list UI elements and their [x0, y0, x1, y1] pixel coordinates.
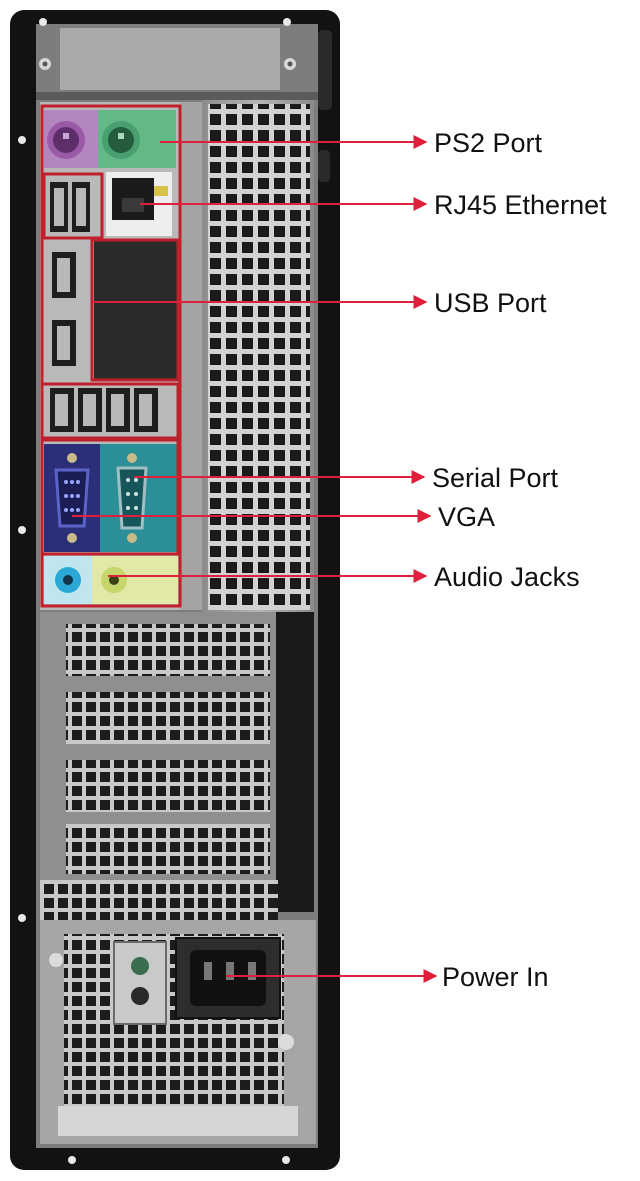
upper-vent-grille	[202, 100, 314, 612]
label-rj45-ethernet: RJ45 Ethernet	[434, 190, 607, 220]
audio-jack-icon	[55, 567, 81, 593]
label-ps2-port: PS2 Port	[434, 128, 543, 158]
usb-port-icon	[50, 182, 90, 232]
ps2-ports	[44, 110, 176, 168]
label-power-in: Power In	[442, 962, 549, 992]
ps2-keyboard-icon	[102, 121, 140, 159]
audio-jack-icon	[101, 567, 127, 593]
callout-lines	[72, 135, 438, 983]
video-serial-panel	[44, 444, 178, 552]
power-inlet-icon	[175, 937, 281, 1019]
label-vga: VGA	[438, 502, 496, 532]
usb-port-icon	[50, 388, 158, 432]
usb-port-icon	[52, 252, 76, 366]
voltage-switch-icon	[131, 957, 149, 1005]
expansion-slots	[40, 612, 314, 920]
usb-port-group	[50, 182, 178, 432]
label-audio-jacks: Audio Jacks	[434, 562, 580, 592]
serial-port-icon	[116, 453, 148, 543]
power-supply	[40, 920, 316, 1144]
label-serial-port: Serial Port	[432, 463, 559, 493]
ps2-mouse-icon	[47, 121, 85, 159]
audio-panel	[44, 556, 178, 604]
label-usb-port: USB Port	[434, 288, 547, 318]
chassis-screws	[18, 18, 332, 1164]
vga-port-icon	[54, 453, 90, 543]
highlight-boxes	[40, 104, 182, 608]
